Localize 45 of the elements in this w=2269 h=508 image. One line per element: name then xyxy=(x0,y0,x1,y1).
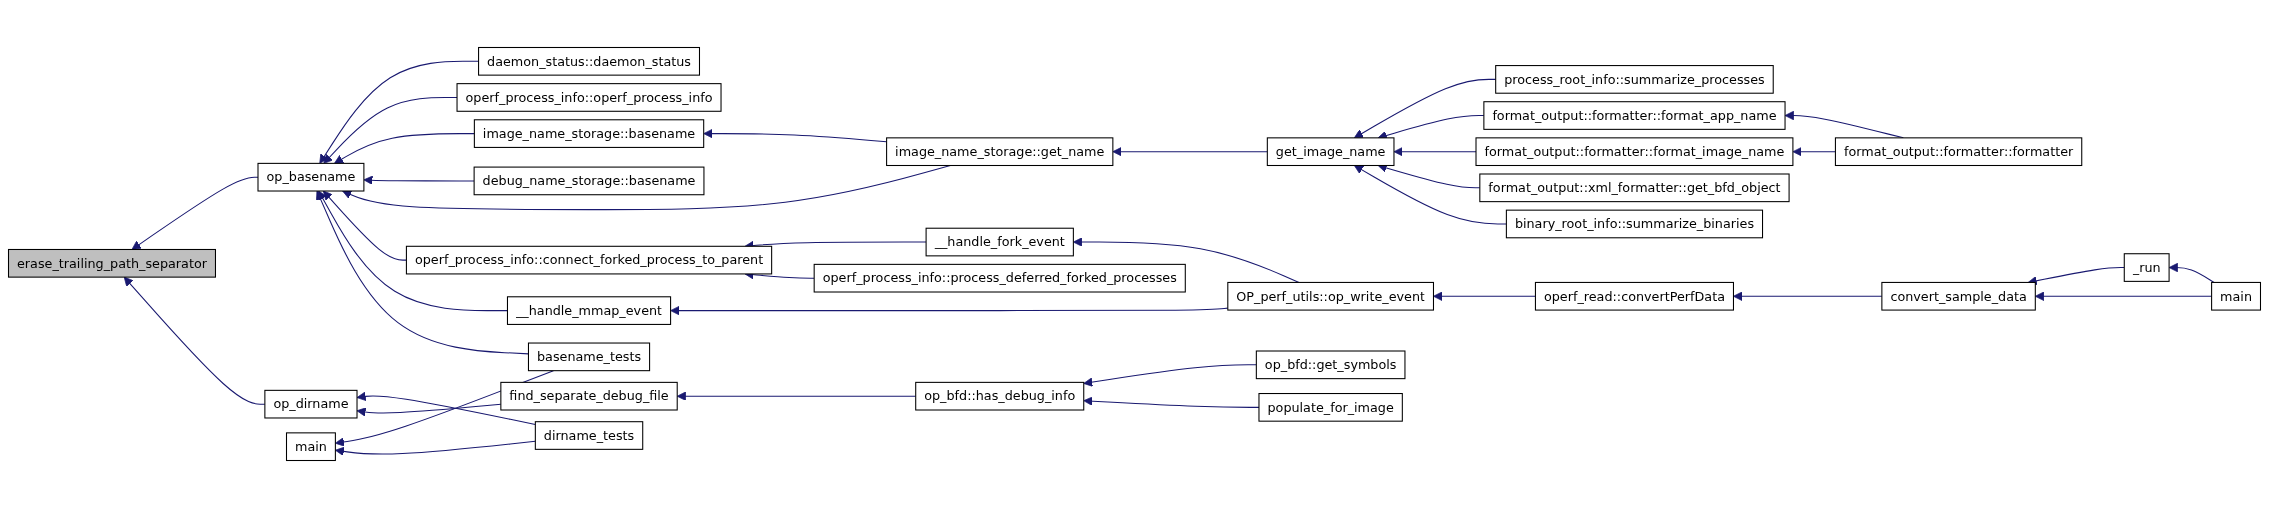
arrow xyxy=(316,190,529,355)
node-box: main xyxy=(2211,281,2262,311)
arrow xyxy=(2027,267,2125,286)
node-box: op_basename xyxy=(257,162,365,192)
node-box: erase_trailing_path_separator xyxy=(7,248,216,278)
arrow xyxy=(1112,147,1268,157)
node-box: daemon_status::daemon_status xyxy=(478,46,700,76)
node-box: find_separate_debug_file xyxy=(500,381,678,411)
node-box: convert_sample_data xyxy=(1881,281,2036,311)
node-box: op_bfd::has_debug_info xyxy=(915,381,1085,411)
node-box: format_output::xml_formatter::get_bfd_object xyxy=(1479,173,1790,203)
node-box: populate_for_image xyxy=(1258,393,1403,422)
node-box: op_bfd::get_symbols xyxy=(1255,350,1406,380)
node-box: OP_perf_utils::op_write_event xyxy=(1227,281,1434,311)
arrow xyxy=(322,190,407,261)
node-box: operf_read::convertPerfData xyxy=(1534,281,1734,311)
arrow xyxy=(1083,364,1257,387)
node-box: operf_process_info::process_deferred_forked_processes xyxy=(813,263,1186,293)
arrow xyxy=(1393,147,1477,157)
node-box: operf_process_info::operf_process_info xyxy=(456,83,722,112)
node-box: __handle_fork_event xyxy=(925,227,1074,257)
arrow xyxy=(318,190,508,312)
arrow xyxy=(131,176,259,250)
node-box: debug_name_storage::basename xyxy=(473,166,705,196)
node-box: _run xyxy=(2123,253,2170,282)
node-box: format_output::formatter::formatter xyxy=(1834,137,2083,167)
arrow xyxy=(323,96,458,164)
node-box: dirname_tests xyxy=(534,421,644,450)
arrow xyxy=(1353,165,1507,225)
node-box: get_image_name xyxy=(1266,137,1395,167)
arrow xyxy=(1433,291,1536,301)
node-box: binary_root_info::summarize_binaries xyxy=(1505,209,1764,239)
arrow xyxy=(334,133,475,164)
node-box: operf_process_info::connect_forked_process_to_parent xyxy=(405,245,773,275)
node-box: op_dirname xyxy=(264,389,358,419)
arrow xyxy=(1792,147,1836,157)
node-box: basename_tests xyxy=(527,342,651,372)
node-box: format_output::formatter::format_app_name xyxy=(1483,101,1786,130)
node-box: main xyxy=(285,432,336,462)
node-box: __handle_mmap_event xyxy=(506,296,672,325)
node-box: image_name_storage::get_name xyxy=(886,137,1114,167)
arrow xyxy=(363,175,475,185)
node-box: process_root_info::summarize_processes xyxy=(1495,65,1774,94)
node-box: image_name_storage::basename xyxy=(473,119,705,148)
node-box: format_output::formatter::format_image_name xyxy=(1475,137,1794,167)
